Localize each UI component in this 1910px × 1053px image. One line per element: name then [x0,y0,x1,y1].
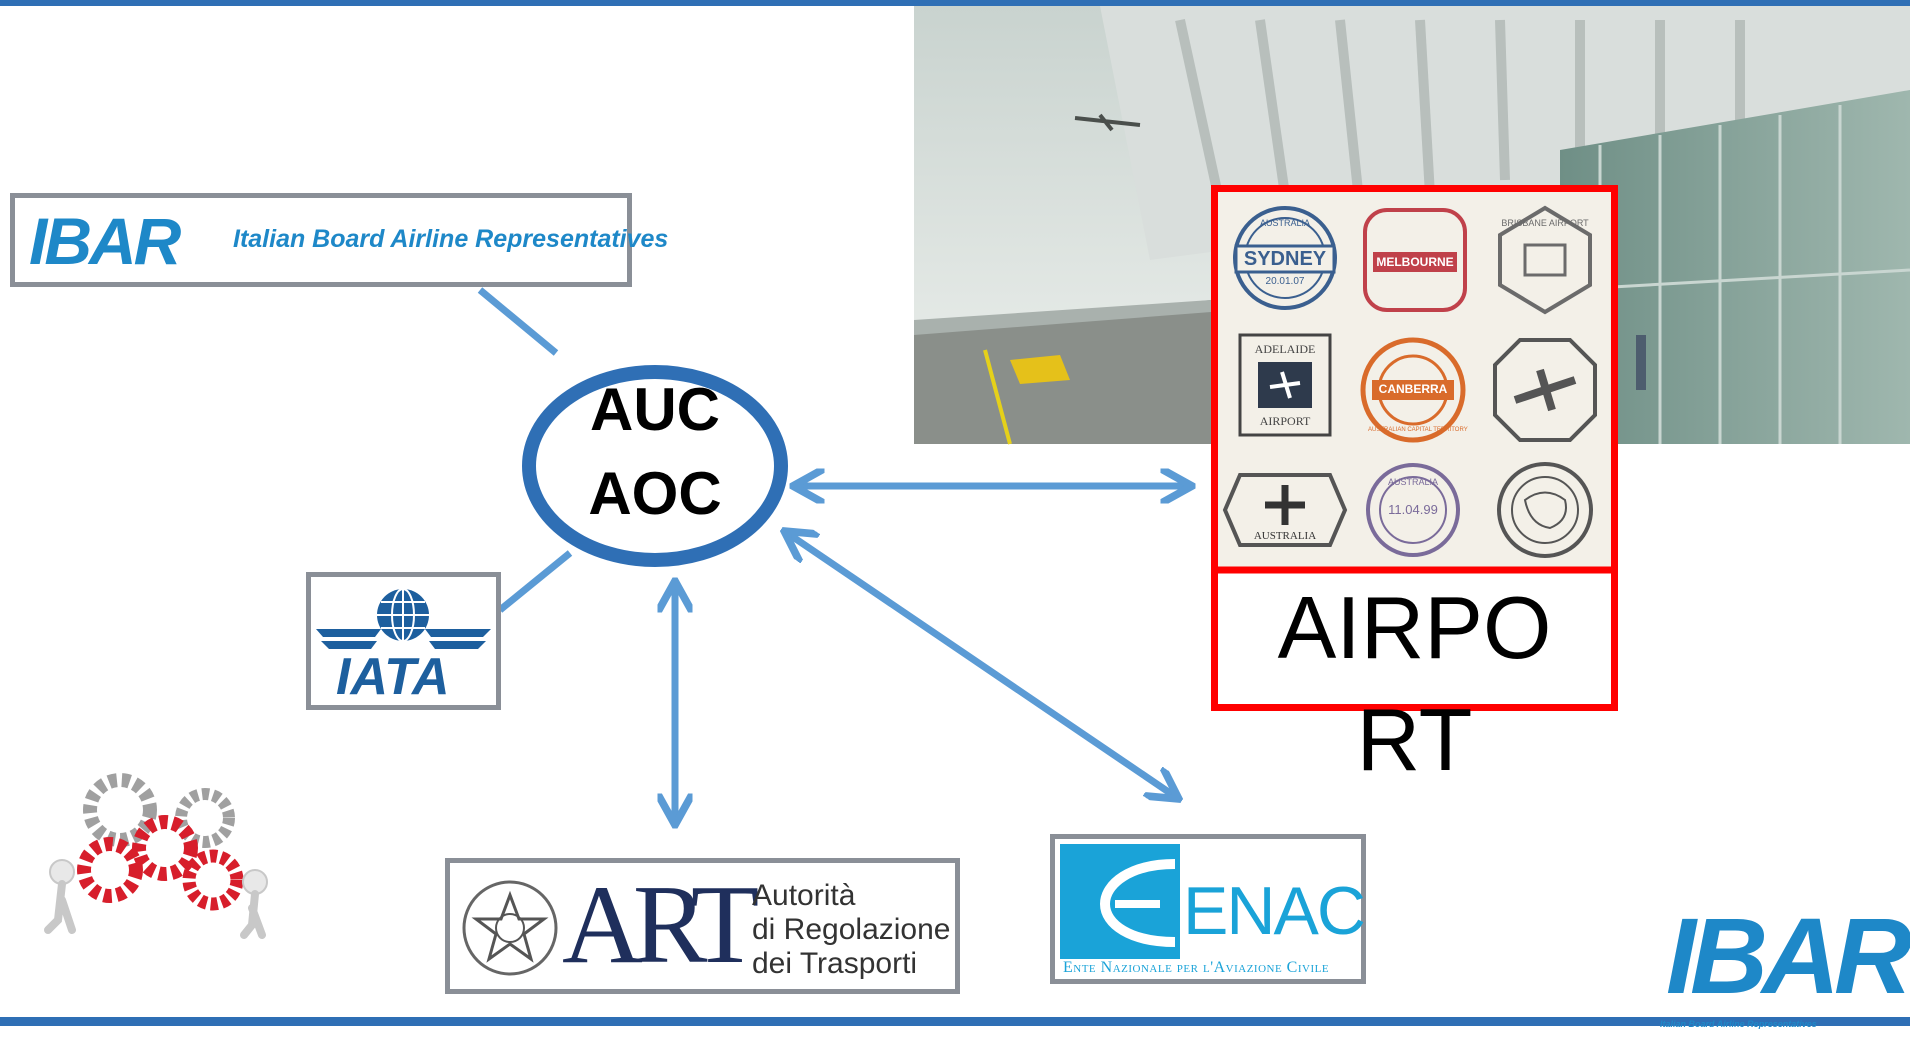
iata-logo-box: IATA [306,572,501,710]
arrow-enac [790,535,1173,795]
enac-logo-box: ENAC Ente Nazionale per l'Aviazione Civi… [1050,834,1366,984]
connector-iata [497,550,573,613]
ibar-logo-box: IBAR Italian Board Airline Representativ… [10,193,668,287]
ibar-logo-text: IBAR [29,204,181,278]
hub-label: AUC AOC [525,368,785,536]
connector-ibar [477,287,559,356]
corner-ibar-tagline: Italian Board Airline Representatives [1660,1019,1817,1029]
stamp-australia-plane-text: AUSTRALIA [1253,530,1317,542]
stamp-canberra-ring: AUSTRALIAN CAPITAL TERRITORY [1368,427,1468,433]
stamp-canberra-text: CANBERRA [1378,382,1448,396]
enac-subtitle: Ente Nazionale per l'Aviazione Civile [1063,959,1330,976]
stamp-australia-date-text: 11.04.99 [1388,502,1438,517]
art-fullname: Autorità di Regolazione dei Trasporti [752,879,950,981]
hub-line-aoc: AOC [588,460,722,527]
italian-emblem-icon [462,880,558,976]
art-line2: di Regolazione [752,913,951,946]
enac-e-icon [1099,859,1176,947]
iata-globe-icon [316,588,491,649]
hub-circle [522,365,788,567]
ibar-logo: IBAR [25,204,225,278]
art-wordmark: ART [562,863,759,987]
ibar-tagline: Italian Board Airline Representatives [233,225,669,253]
iata-wordmark: IATA [336,648,450,706]
bottom-accent-bar [0,1017,1910,1026]
stamp-adelaide-bottom: AIRPORT [1259,414,1311,428]
enac-wordmark: ENAC [1183,873,1366,949]
airport-label: AIRPO RT [1211,572,1618,796]
gears-illustration [44,773,268,939]
art-logo-box: ART Autorità di Regolazione dei Trasport… [445,858,960,994]
enac-emblem [1060,844,1180,959]
stamp-brisbane-text: BRISBANE AIRPORT [1501,218,1589,228]
hub-line-auc: AUC [590,376,720,443]
stamp-sydney-top: AUSTRALIA [1259,218,1310,228]
stamp-melbourne-text: MELBOURNE [1376,255,1454,269]
airport-label-line2: RT [1356,690,1473,789]
stamp-adelaide-text: ADELAIDE [1254,342,1316,356]
art-line3: dei Trasporti [752,947,918,980]
stamp-sydney-text: SYDNEY [1243,248,1327,270]
airport-label-line1: AIRPO [1277,578,1552,677]
art-line1: Autorità [752,879,856,912]
corner-ibar-wordmark: IBAR [1666,895,1910,1016]
stamp-sydney-date: 20.01.07 [1265,276,1305,287]
top-accent-bar [0,0,1910,6]
corner-ibar-logo: IBAR Italian Board Airline Representativ… [1660,900,1910,1050]
stamp-australia-top: AUSTRALIA [1387,477,1438,487]
